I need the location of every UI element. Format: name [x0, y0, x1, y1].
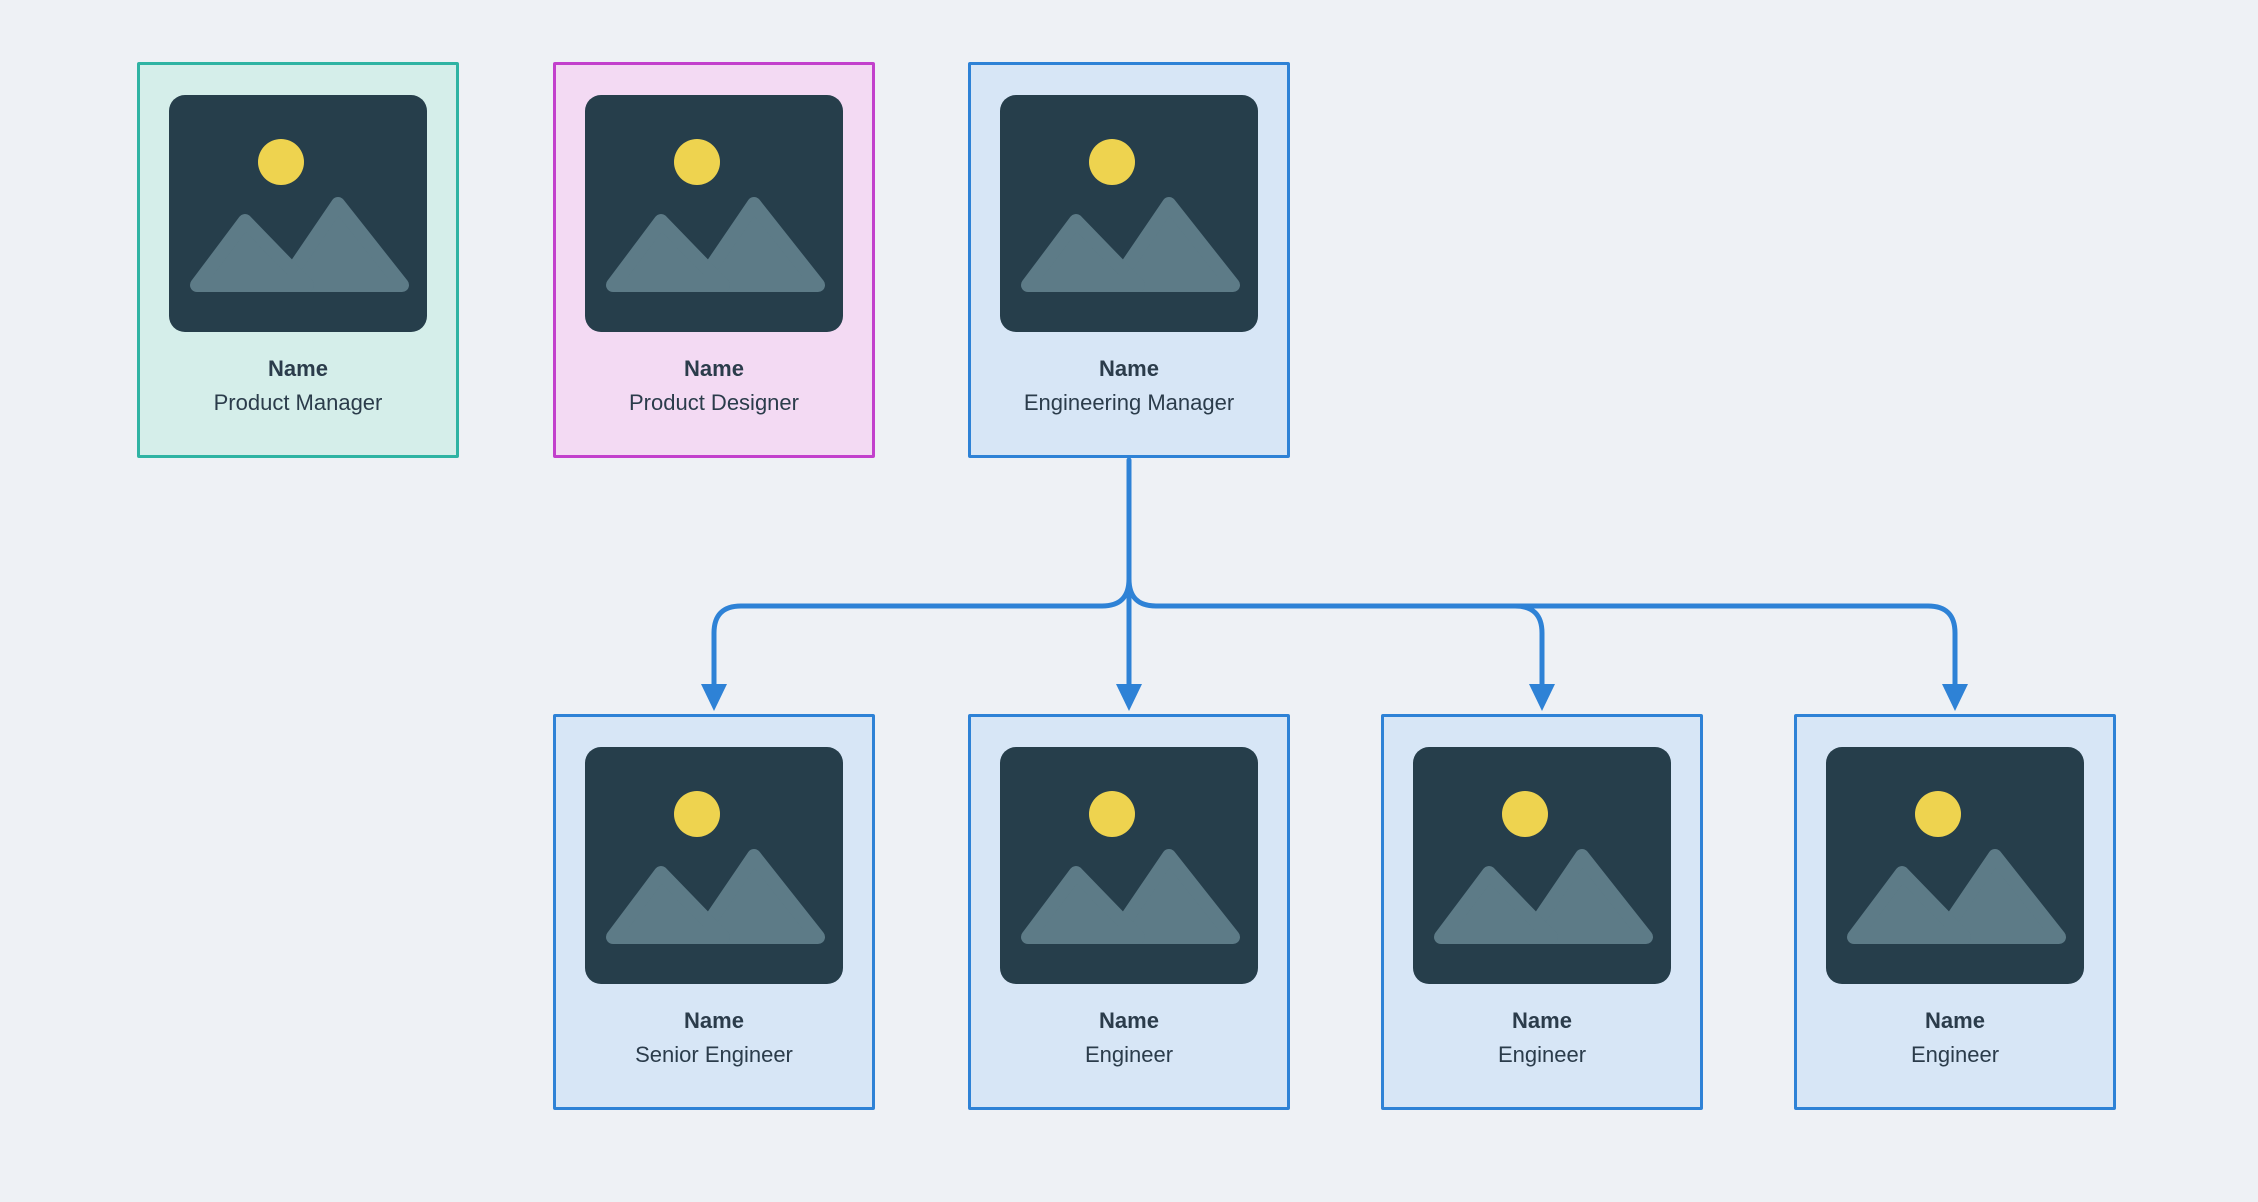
connector-arrowhead-icon: [701, 684, 727, 711]
card-engineer-2[interactable]: Name Engineer: [1381, 714, 1703, 1110]
connector-arrowhead-icon: [1529, 684, 1555, 711]
image-placeholder-icon: [585, 95, 843, 332]
person-name: Name: [1099, 356, 1159, 381]
connector-em-to-senior-engineer: [711, 576, 1132, 688]
person-role: Engineer: [1084, 1041, 1174, 1067]
card-engineer-1[interactable]: Name Engineer: [968, 714, 1290, 1110]
person-name: Name: [1512, 1008, 1572, 1033]
image-placeholder-icon: [1000, 95, 1258, 332]
person-role: Product Manager: [213, 389, 383, 415]
person-name: Name: [1925, 1008, 1985, 1033]
person-name: Name: [684, 1008, 744, 1033]
connector-arrowhead-icon: [1942, 684, 1968, 711]
person-role: Senior Engineer: [635, 1041, 793, 1067]
person-name: Name: [684, 356, 744, 381]
person-name: Name: [1099, 1008, 1159, 1033]
person-role: Engineering Manager: [1023, 389, 1235, 415]
person-role: Engineer: [1910, 1041, 2000, 1067]
image-placeholder-icon: [1413, 747, 1671, 984]
person-role: Engineer: [1497, 1041, 1587, 1067]
image-placeholder-icon: [169, 95, 427, 332]
card-engineer-3[interactable]: Name Engineer: [1794, 714, 2116, 1110]
card-engineering-manager[interactable]: Name Engineering Manager: [968, 62, 1290, 458]
card-senior-engineer[interactable]: Name Senior Engineer: [553, 714, 875, 1110]
image-placeholder-icon: [1000, 747, 1258, 984]
connector-em-to-engineer-2: [1512, 603, 1545, 688]
image-placeholder-icon: [585, 747, 843, 984]
card-product-designer[interactable]: Name Product Designer: [553, 62, 875, 458]
card-product-manager[interactable]: Name Product Manager: [137, 62, 459, 458]
person-name: Name: [268, 356, 328, 381]
image-placeholder-icon: [1826, 747, 2084, 984]
connector-em-to-engineer-3: [1126, 576, 1958, 688]
connector-arrowhead-icon: [1116, 684, 1142, 711]
person-role: Product Designer: [629, 389, 799, 415]
